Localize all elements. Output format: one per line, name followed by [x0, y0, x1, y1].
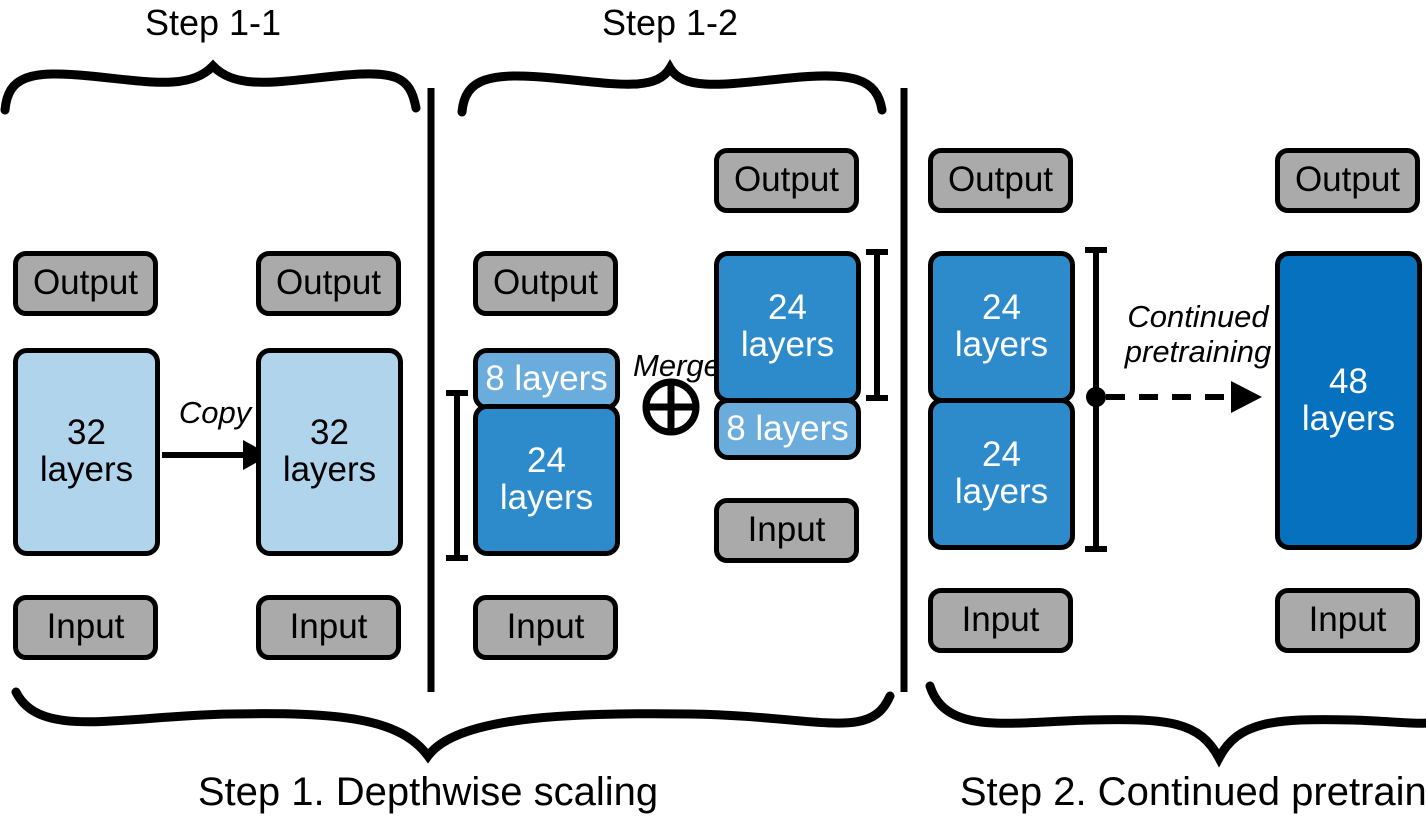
- base-source-layers-box: 32 layers: [13, 348, 160, 556]
- step-1-1-title: Step 1-1: [144, 2, 282, 43]
- copy-arrow-icon: [162, 440, 270, 470]
- merged-bottom-block: 24 layers: [928, 398, 1075, 550]
- continued-pretraining-line2: pretraining: [1124, 333, 1272, 369]
- merge-circled-plus-icon: [642, 378, 700, 436]
- pretrained-output-box: Output: [1275, 148, 1420, 213]
- merge-label: Merge: [633, 348, 721, 383]
- brace-step-2-bottom: [925, 681, 1426, 768]
- pretrained-layers-box: 48 layers: [1275, 251, 1422, 550]
- copy-label: Copy: [178, 395, 252, 430]
- base-copy-input-box: Input: [256, 595, 401, 660]
- split-right-top-block: 24 layers: [714, 251, 861, 403]
- split-right-input-box: Input: [714, 498, 859, 563]
- bracket-merged-model: [1085, 247, 1107, 552]
- merged-top-block: 24 layers: [928, 251, 1075, 403]
- continued-pretraining-label: Continued pretraining: [1118, 299, 1278, 369]
- split-right-bottom-block: 8 layers: [714, 398, 861, 460]
- bracket-split-right: [866, 249, 888, 401]
- base-source-output-box: Output: [13, 251, 158, 316]
- split-right-output-box: Output: [714, 148, 859, 213]
- split-left-bottom-block: 24 layers: [473, 404, 620, 556]
- merged-output-box: Output: [928, 148, 1073, 213]
- brace-step-1-2: [457, 59, 887, 117]
- continued-pretraining-arrow-icon: [1106, 381, 1262, 413]
- split-left-top-block: 8 layers: [473, 348, 620, 410]
- split-left-output-box: Output: [473, 251, 618, 316]
- continued-pretraining-line1: Continued: [1127, 299, 1269, 334]
- split-left-input-box: Input: [473, 595, 618, 660]
- step-1-bottom-title: Step 1. Depthwise scaling: [197, 770, 659, 814]
- brace-step-1-1: [0, 59, 421, 115]
- brace-step-1-bottom: [11, 687, 895, 764]
- pretrained-input-box: Input: [1275, 588, 1420, 653]
- merged-input-box: Input: [928, 588, 1073, 653]
- base-copy-output-box: Output: [256, 251, 401, 316]
- base-source-input-box: Input: [13, 595, 158, 660]
- bracket-split-left: [446, 390, 468, 561]
- step-1-2-title: Step 1-2: [601, 2, 739, 43]
- base-copy-layers-box: 32 layers: [256, 348, 403, 556]
- step-2-bottom-title: Step 2. Continued pretraining: [959, 770, 1426, 814]
- bracket-anchor-dot: [1086, 387, 1106, 407]
